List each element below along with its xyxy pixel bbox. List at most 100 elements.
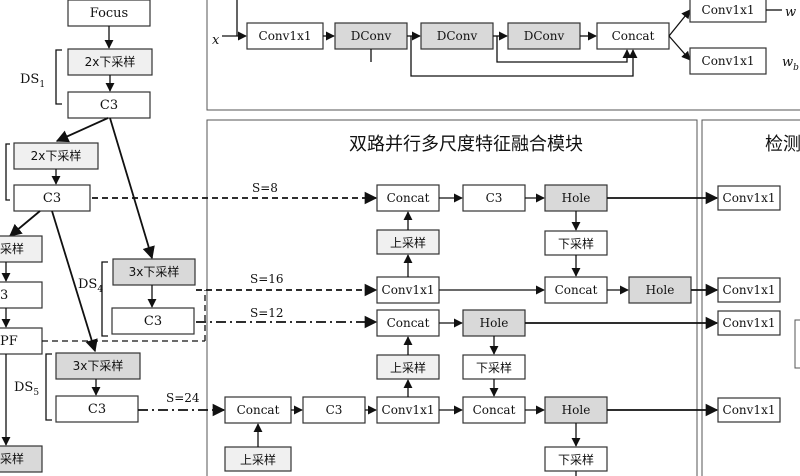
c3-label-partial: 3: [0, 288, 8, 303]
r2-conv-label: Conv1x1: [382, 283, 435, 297]
r4-hole-box: [544, 396, 608, 424]
scale-16: S=16: [250, 272, 284, 286]
r1-c3-box: [462, 184, 526, 212]
weight-a: w: [785, 5, 796, 20]
top-module: x Conv1x1 DConv DConv DConv Concat Conv1…: [212, 0, 799, 77]
c3-label-d: C3: [88, 402, 106, 417]
r3-concat-label: Concat: [387, 316, 430, 330]
c3-box-partial: [0, 281, 43, 309]
down-3-label: 下采样: [558, 452, 594, 467]
c3a-to-down3x: [109, 117, 155, 260]
top-conv-out-a-label: Conv1x1: [702, 3, 755, 17]
r4-concat2-label: Concat: [473, 403, 516, 417]
r4-concat-label: Concat: [237, 403, 280, 417]
top-concat-label: Concat: [612, 29, 655, 43]
top-module-frame: [206, 0, 800, 111]
r4-concat2-box: [462, 396, 526, 424]
down-bottom-partial-label: 采样: [0, 451, 24, 466]
detect-module: 检测 Conv1x1 Conv1x1 Conv1x1 Conv1x1: [717, 134, 800, 423]
r4-conv-label: Conv1x1: [382, 403, 435, 417]
r4-conv-box: [376, 396, 440, 424]
top-conv-in-label: Conv1x1: [259, 29, 312, 43]
detect-out-4-box: [717, 397, 781, 423]
r1-c3-label: C3: [486, 191, 503, 205]
spf-label-partial: PF: [0, 334, 18, 349]
dconv-1-label: DConv: [351, 29, 392, 43]
focus-label: Focus: [90, 6, 128, 21]
ds1-label: DS1: [20, 72, 45, 90]
c3-label-b: C3: [43, 191, 61, 206]
r1-hole-label: Hole: [562, 191, 591, 205]
down-bottom-partial-box: [0, 445, 43, 473]
ds5-label: DS5: [14, 380, 39, 398]
concat-to-out-b: [668, 35, 691, 61]
top-concat-box: [596, 22, 670, 50]
fusion-module: 双路并行多尺度特征融合模块 S=8 S=16 S=12 S=24 Concat …: [42, 134, 719, 476]
c3-box-a: [67, 91, 151, 119]
dconv3-skip: [496, 36, 632, 63]
c3b-to-down: [9, 210, 41, 237]
detect-out-2-box: [717, 277, 781, 303]
dconv-2-label: DConv: [437, 29, 478, 43]
top-conv-in-box: [246, 22, 324, 50]
up-3-label: 上采样: [240, 452, 276, 467]
fusion-title: 双路并行多尺度特征融合模块: [349, 134, 583, 155]
down-2-label: 下采样: [476, 360, 512, 375]
r3-hole-label: Hole: [480, 316, 509, 330]
c3b-to-down3x-b: [51, 210, 98, 353]
detect-out-4-label: Conv1x1: [723, 403, 776, 417]
c3-box-d: [55, 395, 139, 423]
r4-c3-label: C3: [326, 403, 343, 417]
down-3x-box-a: [112, 258, 196, 286]
fusion-module-frame: [206, 119, 698, 476]
detect-module-frame: [701, 119, 800, 476]
down-2x-box-b: [13, 142, 99, 170]
c3-box-b: [13, 184, 91, 212]
down-3x-box-b: [55, 352, 141, 380]
down-box-partial: [0, 235, 43, 263]
top-conv-out-b-box: [689, 47, 767, 75]
weight-b: wb: [782, 55, 799, 73]
detect-out-3-label: Conv1x1: [723, 316, 776, 330]
r4-c3-box: [302, 396, 366, 424]
scale-8: S=8: [252, 181, 278, 195]
down-3x-label-a: 3x下采样: [129, 264, 180, 279]
down-2-box: [462, 354, 526, 380]
detect-out-1-label: Conv1x1: [723, 191, 776, 205]
down-2x-label-b: 2x下采样: [31, 148, 82, 163]
scale-12: S=12: [250, 306, 284, 320]
dconv-3-label: DConv: [524, 29, 565, 43]
up-1-box: [376, 229, 440, 255]
c3-label-c: C3: [144, 314, 162, 329]
detect-out-2-label: Conv1x1: [723, 283, 776, 297]
top-conv-out-b-label: Conv1x1: [702, 54, 755, 68]
r1-concat-label: Concat: [387, 191, 430, 205]
scale-24: S=24: [166, 391, 200, 405]
concat-to-out-a: [668, 9, 691, 37]
right-edge-box: [794, 319, 800, 369]
bracket-b: [5, 143, 10, 201]
down-1-label: 下采样: [558, 236, 594, 251]
c3a-to-down2x: [55, 117, 109, 143]
ds4-label: DS4: [78, 277, 103, 295]
ds1-bracket: [55, 49, 62, 105]
c3-box-c: [111, 307, 195, 335]
backbone: Focus 2x下采样 DS1 C3 2x下采样 C3 采样 3 PF 采样: [0, 0, 196, 473]
r2-concat-label: Concat: [555, 283, 598, 297]
up-1-label: 上采样: [390, 235, 426, 250]
ds5-bracket: [45, 353, 52, 421]
dconv-1-box: [334, 22, 408, 50]
spf-box-partial: [0, 327, 43, 355]
r2-hole-label: Hole: [646, 283, 675, 297]
down-label-partial: 采样: [0, 241, 24, 256]
ds4-bracket: [101, 261, 108, 337]
dconv2-skip: [410, 36, 638, 77]
up-2-label: 上采样: [390, 360, 426, 375]
detect-title: 检测: [765, 134, 800, 155]
input-x: x: [212, 33, 220, 48]
r4-hole-label: Hole: [562, 403, 591, 417]
c3-label-a: C3: [100, 98, 118, 113]
down-3x-label-b: 3x下采样: [73, 358, 124, 373]
detect-out-1-box: [717, 185, 781, 211]
